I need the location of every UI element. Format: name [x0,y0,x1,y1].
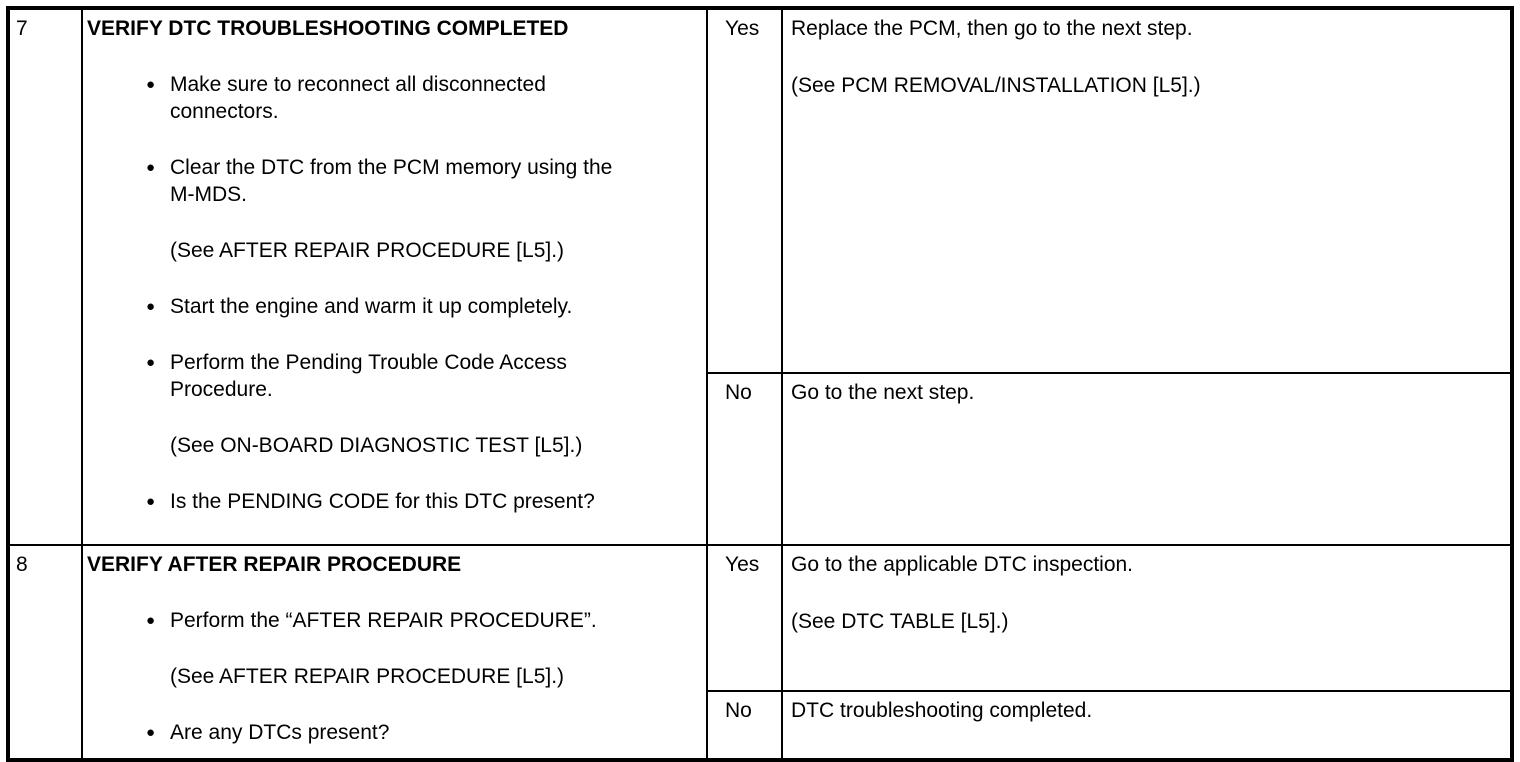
dtc-troubleshooting-table: 7 VERIFY DTC TROUBLESHOOTING COMPLETED ●… [6,6,1514,762]
bullet-icon: ● [146,76,156,93]
step-7-bullet-item: ● Make sure to reconnect all disconnecte… [146,71,698,125]
bullet-item-text: Perform the “AFTER REPAIR PROCEDURE”. [170,609,597,632]
step-7-action-title: VERIFY DTC TROUBLESHOOTING COMPLETED [87,17,569,40]
step-7-bullet-item: ● Is the PENDING CODE for this DTC prese… [146,488,698,515]
step-8-answer-yes: Yes [706,544,783,692]
step-8-yes-row: 8 VERIFY AFTER REPAIR PROCEDURE ● Perfor… [7,544,1513,761]
result-text: Replace the PCM, then go to the next ste… [791,17,1193,40]
bullet-icon: ● [146,612,156,629]
step-8-action-title: VERIFY AFTER REPAIR PROCEDURE [87,553,462,576]
bullet-item-text: Perform the Pending Trouble Code Access … [170,351,567,401]
step-8-no-result-cell: DTC troubleshooting completed. [781,690,1513,761]
step-7-answer-no: No [706,372,783,546]
bullet-icon: ● [146,724,156,741]
step-7-bullet-item: ● Perform the Pending Trouble Code Acces… [146,349,698,403]
bullet-item-text: Is the PENDING CODE for this DTC present… [170,490,595,513]
step-8-bullet-item: ● Perform the “AFTER REPAIR PROCEDURE”. [146,607,698,634]
result-see-note: (See DTC TABLE [L5].) [791,610,1009,633]
step-7-no-result-cell: Go to the next step. [781,372,1513,546]
bullet-item-text: Start the engine and warm it up complete… [170,295,573,318]
step-8-bullet-item: ● Are any DTCs present? [146,719,698,746]
step-7-action-cell: VERIFY DTC TROUBLESHOOTING COMPLETED ● M… [81,7,708,546]
bullet-icon: ● [146,493,156,510]
bullet-icon: ● [146,354,156,371]
step-8-number: 8 [7,544,83,761]
step-8-yes-result-cell: Go to the applicable DTC inspection. (Se… [781,544,1513,692]
result-text: Go to the applicable DTC inspection. [791,553,1134,576]
step-7-see-note: (See AFTER REPAIR PROCEDURE [L5].) [170,239,565,262]
result-text: DTC troubleshooting completed. [791,699,1093,722]
step-7-number: 7 [7,7,83,546]
step-7-bullet-item: ● Start the engine and warm it up comple… [146,293,698,320]
step-7-bullet-item: ● Clear the DTC from the PCM memory usin… [146,154,698,208]
result-text: Go to the next step. [791,381,975,404]
step-7-no-row: No Go to the next step. [8,372,1513,546]
step-8-answer-no: No [706,690,783,761]
step-7-answer-yes: Yes [706,7,783,374]
bullet-icon: ● [146,298,156,315]
result-see-note: (See PCM REMOVAL/INSTALLATION [L5].) [791,74,1201,97]
bullet-item-text: Make sure to reconnect all disconnected … [170,73,546,123]
bullet-item-text: Are any DTCs present? [170,721,390,744]
step-7-yes-result-cell: Replace the PCM, then go to the next ste… [781,7,1513,374]
step-8-action-cell: VERIFY AFTER REPAIR PROCEDURE ● Perform … [81,544,708,761]
manual-page: 7 VERIFY DTC TROUBLESHOOTING COMPLETED ●… [6,6,1514,762]
bullet-item-text: Clear the DTC from the PCM memory using … [170,156,613,206]
step-7-see-note: (See ON-BOARD DIAGNOSTIC TEST [L5].) [170,434,583,457]
step-8-see-note: (See AFTER REPAIR PROCEDURE [L5].) [170,665,565,688]
bullet-icon: ● [146,159,156,176]
step-7-yes-row: 7 VERIFY DTC TROUBLESHOOTING COMPLETED ●… [7,7,1513,546]
